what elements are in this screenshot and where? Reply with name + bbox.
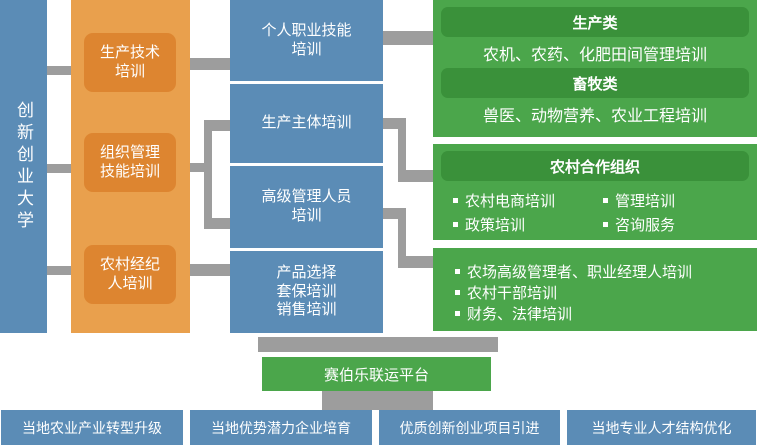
outcome-box-enterprise-cultivation: 当地优势潜力企业培育: [190, 410, 372, 445]
outcome-box-talent-structure: 当地专业人才结构优化: [567, 410, 756, 445]
program-label: 生产主体培训: [261, 114, 352, 132]
list-item: 农村电商培训: [453, 190, 603, 211]
connector-category3-to-program4: [190, 264, 230, 276]
list-item-label: 农村干部培训: [467, 285, 558, 302]
category-label: 生产技术 培训: [99, 43, 160, 80]
connector-columns-to-platform: [258, 337, 498, 352]
connector-category2-vertical: [204, 120, 212, 229]
list-item: 农村干部培训: [455, 282, 757, 303]
list-item-label: 农村电商培训: [465, 193, 556, 210]
bullet-icon: [455, 290, 460, 295]
program-box-personal-skill: 个人职业技能 培训: [230, 0, 383, 81]
list-item: 管理培训: [603, 190, 757, 211]
connector-program1-to-panel1: [383, 31, 433, 45]
cooperative-bullet-grid: 农村电商培训 管理培训 政策培训 咨询服务: [433, 181, 757, 235]
platform-label: 赛伯乐联运平台: [323, 366, 429, 384]
connector-bar-to-category-1: [47, 66, 71, 75]
program-box-production-entity: 生产主体培训: [230, 84, 383, 163]
connector-program2-vertical: [398, 118, 406, 182]
bullet-icon: [455, 311, 460, 316]
connector-program3-to-panel3: [398, 256, 433, 268]
category-box-rural-broker: 农村经纪 人培训: [84, 245, 176, 304]
connector-category2-to-program3: [204, 218, 230, 229]
list-item: 政策培训: [453, 214, 603, 235]
outcome-label: 当地优势潜力企业培育: [211, 419, 351, 436]
bullet-icon: [453, 222, 458, 227]
panel-header-cooperative: 农村合作组织: [441, 151, 749, 181]
connector-category1-to-program1: [190, 58, 230, 70]
manager-bullet-list: 农场高级管理者、职业经理人培训 农村干部培训 财务、法律培训: [433, 248, 757, 324]
category-box-production-tech: 生产技术 培训: [84, 33, 176, 92]
platform-box: 赛伯乐联运平台: [262, 357, 491, 391]
panel-rural-cooperative: 农村合作组织 农村电商培训 管理培训 政策培训 咨询服务: [433, 144, 757, 240]
bullet-icon: [455, 269, 460, 274]
outcome-box-industry-upgrade: 当地农业产业转型升级: [1, 410, 183, 445]
panel-header-livestock: 畜牧类: [441, 68, 749, 98]
university-label: 创新创业大学: [14, 100, 33, 233]
connector-category2-stub: [190, 163, 206, 172]
connector-program3-vertical: [398, 208, 406, 268]
connector-bar-to-category-3: [47, 266, 71, 275]
outcome-label: 优质创新创业项目引进: [399, 419, 540, 436]
panel-line-production: 农机、农药、化肥田间管理培训: [482, 46, 707, 64]
bullet-icon: [603, 222, 608, 227]
program-label: 高级管理人员 培训: [261, 188, 352, 224]
connector-bar-to-category-2: [47, 164, 71, 173]
category-label: 组织管理 技能培训: [99, 143, 160, 180]
category-label: 农村经纪 人培训: [99, 255, 160, 292]
program-label: 产品选择 套保培训 销售培训: [276, 263, 337, 319]
program-box-senior-manager: 高级管理人员 培训: [230, 166, 383, 248]
outcome-label: 当地专业人才结构优化: [591, 419, 732, 436]
list-item-label: 咨询服务: [615, 217, 676, 234]
connector-program3-stub: [383, 208, 399, 219]
outcome-box-project-introduction: 优质创新创业项目引进: [379, 410, 560, 445]
program-box-product-selection: 产品选择 套保培训 销售培训: [230, 251, 383, 333]
list-item: 农场高级管理者、职业经理人培训: [455, 261, 757, 282]
outcome-label: 当地农业产业转型升级: [22, 419, 162, 436]
list-item-label: 政策培训: [465, 217, 526, 234]
university-bar: 创新创业大学: [0, 0, 47, 333]
panel-manager-training: 农场高级管理者、职业经理人培训 农村干部培训 财务、法律培训: [433, 248, 757, 331]
training-category-column: 生产技术 培训 组织管理 技能培训 农村经纪 人培训: [71, 0, 190, 333]
list-item-label: 农场高级管理者、职业经理人培训: [467, 264, 693, 281]
panel-line-livestock: 兽医、动物营养、农业工程培训: [482, 107, 707, 125]
connector-program2-stub: [383, 118, 399, 129]
list-item: 财务、法律培训: [455, 303, 757, 324]
list-item: 咨询服务: [603, 214, 757, 235]
panel-header-production: 生产类: [441, 7, 749, 37]
program-label: 个人职业技能 培训: [261, 21, 352, 58]
bullet-icon: [603, 198, 608, 203]
list-item-label: 财务、法律培训: [467, 306, 573, 323]
bullet-icon: [453, 198, 458, 203]
category-box-org-management: 组织管理 技能培训: [84, 133, 176, 192]
connector-program2-to-panel2: [398, 170, 433, 182]
connector-platform-to-outcomes: [322, 390, 433, 410]
panel-production-livestock: 生产类 农机、农药、化肥田间管理培训 畜牧类 兽医、动物营养、农业工程培训: [433, 0, 757, 137]
connector-category2-to-program2: [204, 120, 230, 131]
list-item-label: 管理培训: [615, 193, 676, 210]
